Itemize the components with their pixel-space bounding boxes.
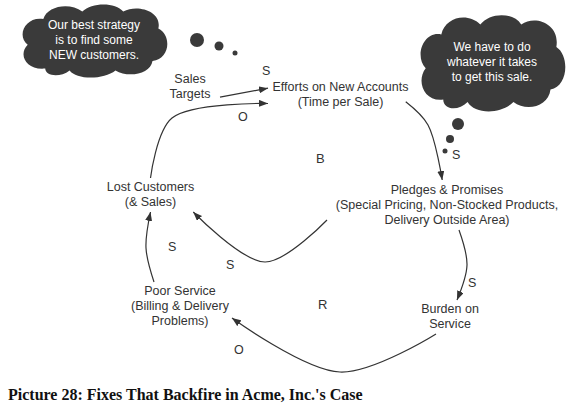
polarity-label: O xyxy=(238,110,248,124)
thought-dot xyxy=(190,33,204,47)
causal-link xyxy=(151,103,269,178)
loop-variable: Efforts on New Accounts (Time per Sale) xyxy=(268,78,413,112)
variable-text: Burden on Service xyxy=(415,302,485,332)
variable-text: Pledges & Promises xyxy=(327,183,567,198)
variable-text: Poor Service (Billing & Delivery Problem… xyxy=(128,284,232,329)
loop-variable: Burden on Service xyxy=(415,300,485,334)
thought-dot xyxy=(446,135,454,143)
polarity-label: S xyxy=(262,64,270,78)
cloud-shape xyxy=(23,4,168,77)
causal-link xyxy=(193,212,327,262)
polarity-label: O xyxy=(234,343,244,357)
figure-caption: Picture 28: Fixes That Backfire in Acme,… xyxy=(8,386,363,404)
cloud-shape xyxy=(421,15,566,111)
thought-dot xyxy=(233,51,238,56)
variable-text: Sales Targets xyxy=(160,72,220,102)
loop-label: B xyxy=(316,152,325,166)
loop-label: R xyxy=(318,298,327,312)
loop-variable: Pledges & Promises(Special Pricing, Non-… xyxy=(327,180,567,230)
loop-variable: Poor Service (Billing & Delivery Problem… xyxy=(128,282,232,330)
causal-link xyxy=(457,230,467,300)
thought-bubble: Our best strategy is to find some NEW cu… xyxy=(16,2,172,78)
polarity-label: S xyxy=(452,148,460,162)
variable-text: Efforts on New Accounts (Time per Sale) xyxy=(268,80,413,110)
loop-variable: Lost Customers (& Sales) xyxy=(103,178,198,212)
loop-variable: Sales Targets xyxy=(160,70,220,104)
variable-text: (Special Pricing, Non-Stocked Products, … xyxy=(327,198,567,228)
thought-text: We have to do whatever it takes to get t… xyxy=(443,40,541,85)
causal-link xyxy=(406,102,442,180)
thought-trail xyxy=(190,33,238,56)
thought-bubble: We have to do whatever it takes to get t… xyxy=(414,12,570,112)
polarity-label: S xyxy=(468,276,476,290)
variable-text: Lost Customers (& Sales) xyxy=(103,180,198,210)
causal-link xyxy=(146,212,154,282)
causal-link xyxy=(232,318,436,372)
thought-dot xyxy=(452,118,464,130)
thought-text: Our best strategy is to find some NEW cu… xyxy=(44,18,144,63)
polarity-label: S xyxy=(168,240,176,254)
thought-dot xyxy=(215,42,224,51)
causal-link xyxy=(220,88,268,97)
thought-dot xyxy=(443,149,448,154)
polarity-label: S xyxy=(226,258,234,272)
